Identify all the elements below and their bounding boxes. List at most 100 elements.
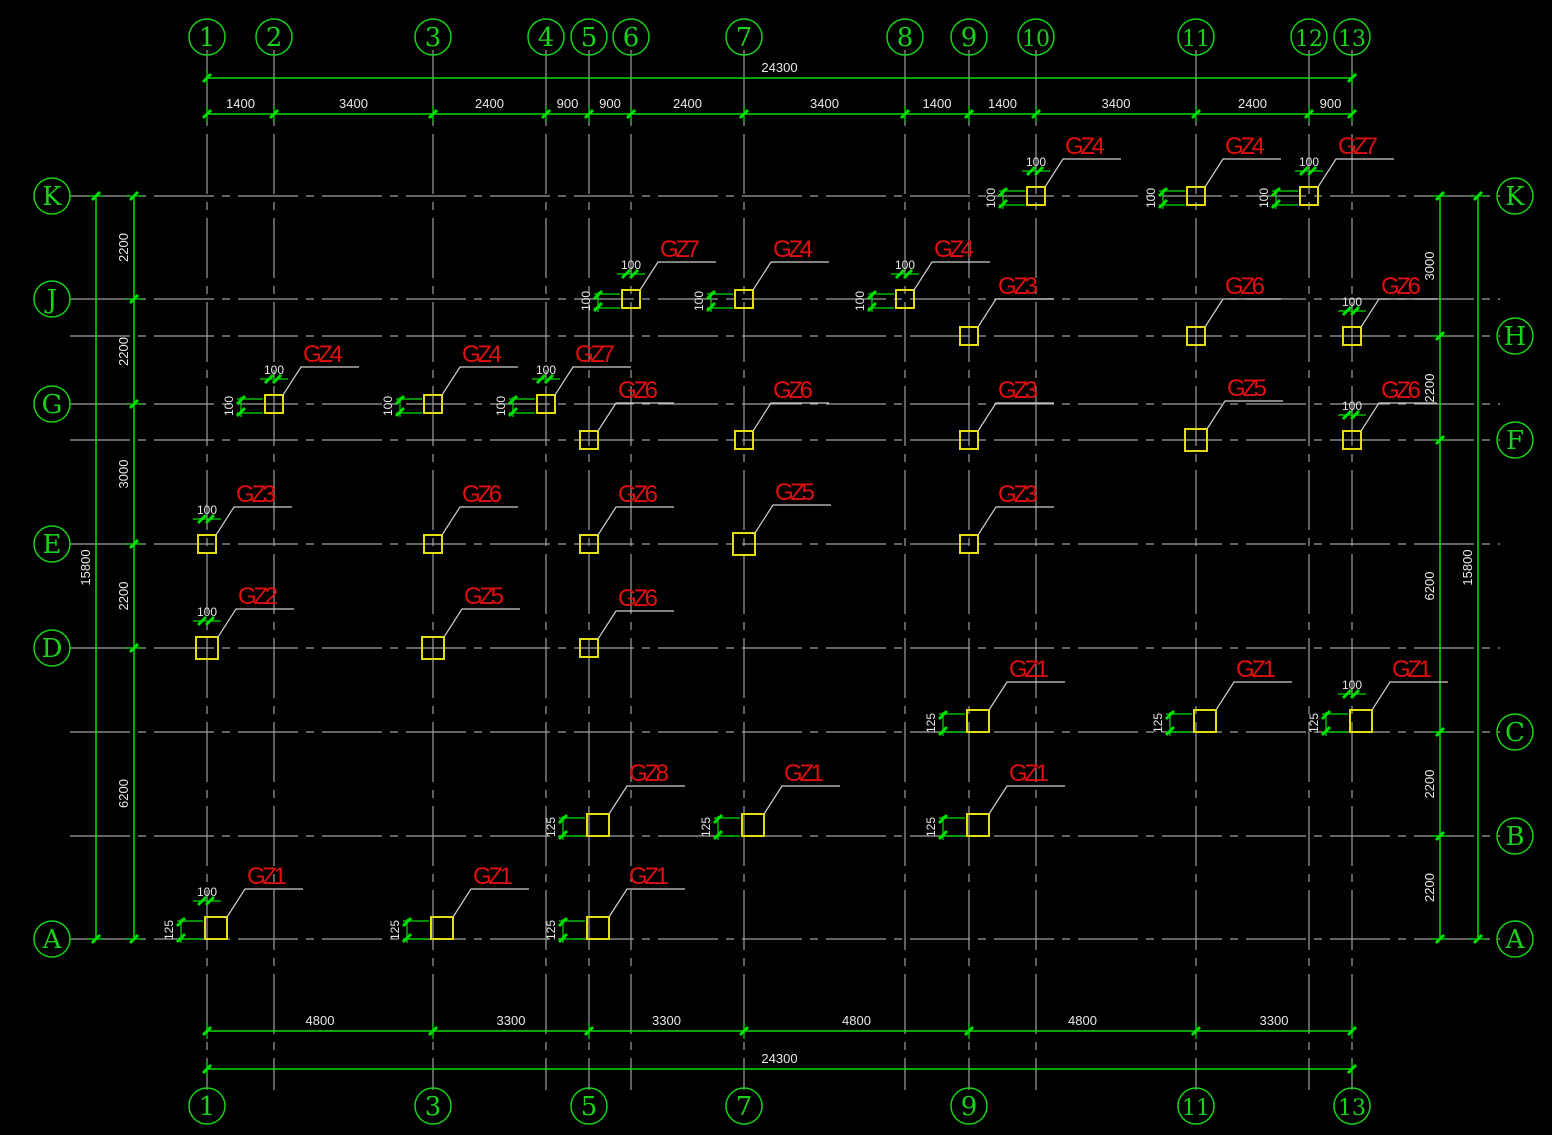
axis-bubble-circle xyxy=(1177,18,1215,56)
column-tag: GZ6 xyxy=(1225,273,1265,300)
column-gz1-26: GZ1 125 xyxy=(1151,656,1292,737)
offset-side-label: 125 xyxy=(924,817,938,837)
offset-side-label: 100 xyxy=(1257,188,1271,208)
grid-lines xyxy=(70,50,1500,1090)
axis-bubble-bottom-9: 9 xyxy=(950,1087,988,1125)
column-tag: GZ1 xyxy=(1009,656,1049,683)
dim-tick xyxy=(712,813,724,825)
axis-bubble-label: 4 xyxy=(538,23,555,53)
dim-label: 2400 xyxy=(1238,96,1267,111)
column-square xyxy=(1193,709,1217,733)
axis-bubble-right-F: F xyxy=(1496,421,1534,459)
column-tag: GZ1 xyxy=(1236,656,1276,683)
column-square xyxy=(1342,326,1362,346)
dim-tick xyxy=(557,916,569,928)
dim-label: 6200 xyxy=(116,779,131,808)
column-square xyxy=(423,534,443,554)
axis-bubble-label: G xyxy=(42,390,63,420)
offset-top-label: 100 xyxy=(1026,155,1046,169)
dim-tick xyxy=(1033,165,1045,177)
axis-bubble-right-H: H xyxy=(1496,317,1534,355)
axis-bubble-label: 1 xyxy=(199,23,216,53)
axis-bubble-label: A xyxy=(42,925,63,955)
dim-tick xyxy=(705,301,717,313)
dim-tick xyxy=(628,268,640,280)
dim-tick xyxy=(263,373,275,385)
dim-label: 3400 xyxy=(810,96,839,111)
leader-line xyxy=(988,785,1065,815)
leader-line xyxy=(597,506,674,536)
column-square xyxy=(264,394,284,414)
column-gz6-13: GZ6 xyxy=(734,377,829,450)
dim-tick xyxy=(902,268,914,280)
column-square xyxy=(204,916,228,940)
columns: GZ4100100GZ4100GZ7100100GZ7100100GZ4100G… xyxy=(162,133,1448,944)
dim-label: 900 xyxy=(1320,96,1342,111)
dim-tick xyxy=(997,198,1009,210)
axis-bubble-circle xyxy=(414,1087,452,1125)
offset-side-label: 125 xyxy=(1151,713,1165,733)
column-tag: GZ1 xyxy=(784,760,824,787)
axis-bubble-label: 7 xyxy=(736,1092,753,1122)
column-square xyxy=(734,289,754,309)
column-tag: GZ1 xyxy=(473,863,513,890)
axis-bubble-circle xyxy=(1496,817,1534,855)
column-tag: GZ4 xyxy=(1225,133,1265,160)
column-tag: GZ1 xyxy=(1392,656,1432,683)
leader-line xyxy=(1360,402,1437,432)
offset-side-label: 125 xyxy=(544,920,558,940)
right-total-dim: 15800 xyxy=(1460,190,1486,945)
dim-tick xyxy=(535,373,547,385)
leader-line xyxy=(554,366,631,396)
column-square xyxy=(421,636,445,660)
axis-bubble-circle xyxy=(33,385,71,423)
column-tag: GZ6 xyxy=(1381,377,1421,404)
leader-line xyxy=(452,888,529,918)
axis-bubble-label: 3 xyxy=(425,23,442,53)
dim-tick xyxy=(937,725,949,737)
offset-side-label: 100 xyxy=(853,291,867,311)
axis-bubble-label: 5 xyxy=(581,23,598,53)
column-gz3-6: GZ3 xyxy=(959,273,1054,346)
axis-bubble-left-E: E xyxy=(33,525,71,563)
axis-bubble-top-8: 8 xyxy=(886,18,924,56)
axis-bubble-top-9: 9 xyxy=(950,18,988,56)
column-tag: GZ1 xyxy=(629,863,669,890)
dim-tick xyxy=(507,394,519,406)
dim-label: 2200 xyxy=(1422,873,1437,902)
bottom-total-dim: 24300 xyxy=(201,1051,1358,1077)
dim-label: 2200 xyxy=(1422,374,1437,403)
axis-bubble-circle xyxy=(612,18,650,56)
dim-tick xyxy=(1164,725,1176,737)
axis-bubble-label: H xyxy=(1504,322,1527,352)
column-square xyxy=(579,638,599,658)
dim-tick xyxy=(1349,688,1361,700)
dim-label: 15800 xyxy=(1460,549,1475,585)
dim-tick xyxy=(1349,305,1361,317)
axis-bubble-circle xyxy=(1333,18,1371,56)
leader-line xyxy=(608,888,685,918)
column-tag: GZ5 xyxy=(464,583,504,610)
leader-line xyxy=(1371,681,1448,711)
leader-line xyxy=(441,506,518,536)
dim-tick xyxy=(1341,305,1353,317)
leader-line xyxy=(441,366,518,396)
axis-bubble-circle xyxy=(1290,18,1328,56)
leader-line xyxy=(977,506,1054,536)
offset-side-label: 125 xyxy=(388,920,402,940)
column-tag: GZ6 xyxy=(618,481,658,508)
axis-bubble-label: 9 xyxy=(961,23,978,53)
axis-bubble-label: 2 xyxy=(266,23,283,53)
offset-top-label: 100 xyxy=(197,885,217,899)
dim-tick xyxy=(937,709,949,721)
